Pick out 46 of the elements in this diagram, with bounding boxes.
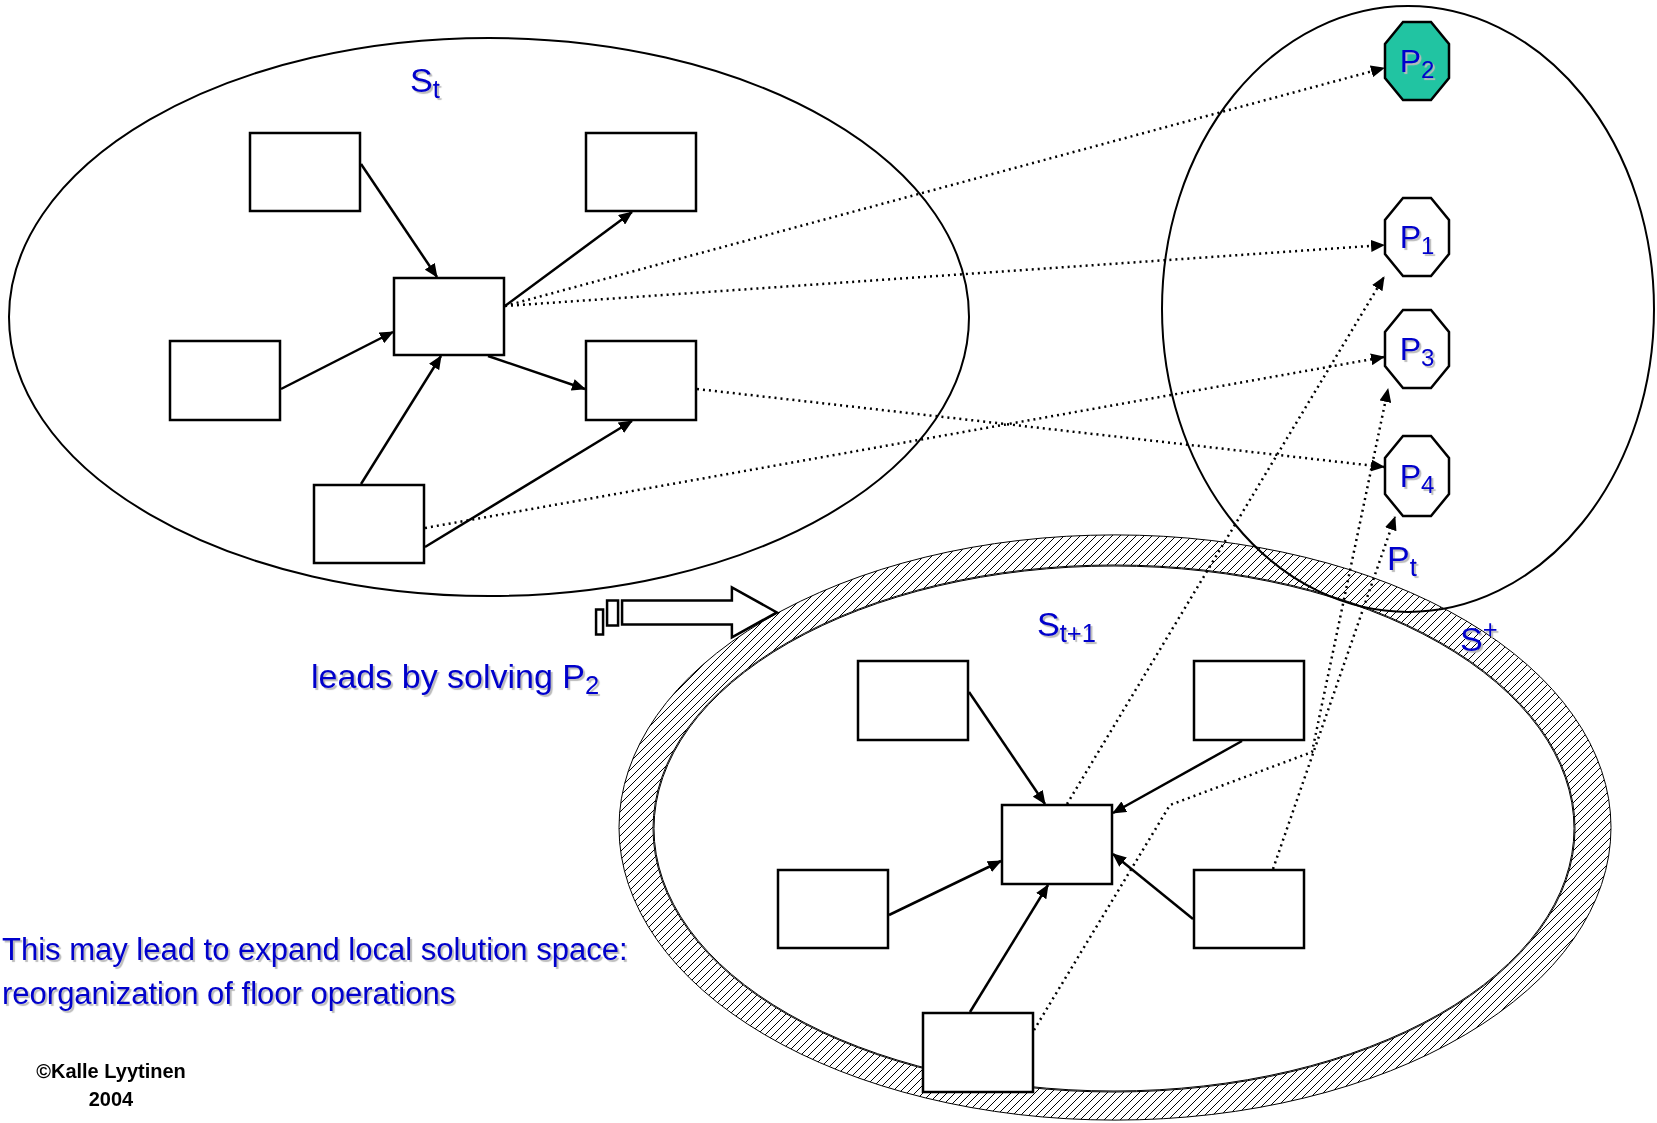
empty-box (1193, 869, 1305, 949)
arrow (968, 884, 1050, 1013)
arrow (696, 387, 1385, 472)
empty-box (777, 869, 889, 949)
space-ellipse (8, 37, 970, 597)
block-arrow (594, 585, 780, 640)
arrow (424, 353, 1385, 530)
arrow (1032, 388, 1392, 1031)
arrow (359, 163, 439, 278)
empty-box (249, 132, 361, 212)
arrow (967, 691, 1047, 805)
empty-box (169, 340, 281, 421)
space-label: S$_{t+1}$ (1037, 607, 1096, 641)
space-ellipse (1161, 5, 1655, 613)
arrow (1065, 276, 1386, 805)
node-label: P$_{3}$ (1399, 333, 1435, 365)
node-label: P$_{2}$ (1399, 45, 1435, 77)
empty-box (857, 660, 969, 741)
empty-box (1193, 660, 1305, 741)
empty-box (1001, 804, 1113, 885)
arrow (280, 330, 394, 391)
empty-box (585, 340, 697, 421)
note-text: This may lead to expand local solution space: reorganization of floor operations (2, 931, 629, 1013)
octagon-node (1384, 197, 1450, 277)
arrow (888, 859, 1002, 917)
empty-box (922, 1012, 1034, 1093)
arrow (504, 239, 1385, 308)
space-label: P$_{t}$ (1387, 541, 1417, 575)
arrow (359, 355, 443, 485)
arrow (1271, 516, 1397, 870)
arrow (1112, 853, 1194, 920)
node-label: P$_{4}$ (1399, 460, 1435, 492)
octagon-node (1384, 309, 1450, 389)
empty-box (313, 484, 425, 564)
empty-box (585, 132, 697, 212)
space-label: S$_{t}$ (410, 63, 440, 97)
copyright-text: ©Kalle Lyytinen 2004 (35, 1059, 187, 1112)
arrow (504, 211, 633, 307)
empty-box (393, 277, 505, 356)
arrow (487, 354, 586, 391)
octagon-node (1384, 435, 1450, 517)
octagon-node (1384, 21, 1450, 101)
arrow (424, 419, 633, 549)
arrow (504, 65, 1385, 308)
node-label: P$_{1}$ (1399, 221, 1435, 253)
arrow (1112, 739, 1243, 815)
